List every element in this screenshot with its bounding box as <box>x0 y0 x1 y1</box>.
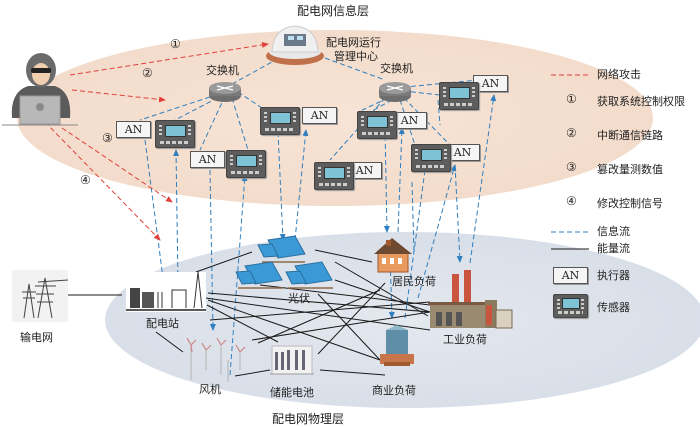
legend-label-2: 中断通信链路 <box>597 129 663 142</box>
wind-turbine-icon <box>186 337 246 382</box>
switch-icon <box>209 82 241 102</box>
substation-label: 配电站 <box>146 317 179 330</box>
industrial-load-label: 工业负荷 <box>443 333 487 346</box>
sensor-icon <box>357 111 397 139</box>
legend-symbol-2: ② <box>566 126 577 140</box>
legend-info-line <box>551 231 589 233</box>
legend-label-info-flow: 信息流 <box>597 225 630 238</box>
control-center-label-line2: 管理中心 <box>334 50 378 63</box>
sensor-icon <box>226 150 266 178</box>
sensor-icon <box>155 120 195 148</box>
legend-label-4: 修改控制信号 <box>597 197 663 210</box>
actuator-an: AN <box>302 107 337 124</box>
substation-icon <box>126 271 206 312</box>
actuator-an: AN <box>116 121 151 138</box>
commercial-building-icon <box>380 325 414 366</box>
legend-symbol-3: ③ <box>566 160 577 174</box>
legend-label-1: 获取系统控制权限 <box>597 95 685 108</box>
legend-label-actuator: 执行器 <box>597 269 630 282</box>
legend-attack-line <box>551 74 589 76</box>
legend-label-sensor: 传感器 <box>597 301 630 314</box>
switch-icon <box>379 82 411 102</box>
solar-panel-icon <box>235 235 333 289</box>
residential-house-icon <box>374 238 412 273</box>
battery-storage-icon <box>270 345 314 375</box>
residential-load-label: 居民负荷 <box>392 275 436 288</box>
sensor-icon <box>314 162 354 190</box>
attack-marker-2: ② <box>142 66 153 80</box>
control-center-icon <box>266 25 324 65</box>
actuator-an: AN <box>473 75 508 92</box>
actuator-an: AN <box>190 151 225 168</box>
pv-label: 光伏 <box>288 292 310 305</box>
transmission-grid-label: 输电网 <box>20 331 53 344</box>
legend-sensor-icon <box>553 294 588 318</box>
legend-label-energy-flow: 能量流 <box>597 242 630 255</box>
physical-layer-title: 配电网物理层 <box>272 412 345 426</box>
actuator-an: AN <box>392 112 427 129</box>
control-center-label-line1: 配电网运行 <box>326 36 381 49</box>
wind-label: 风机 <box>199 383 221 396</box>
attack-marker-3: ③ <box>102 131 113 145</box>
legend-actuator-symbol: AN <box>553 267 588 284</box>
transmission-tower-icon <box>12 270 69 322</box>
switch-label: 交换机 <box>206 64 239 77</box>
energy-flow-lines <box>68 249 501 377</box>
switch-label: 交换机 <box>380 62 413 75</box>
storage-label: 储能电池 <box>270 386 314 399</box>
industrial-factory-icon <box>428 270 513 329</box>
sensor-icon <box>439 82 479 110</box>
legend-energy-line <box>551 248 589 250</box>
sensor-icon <box>411 144 451 172</box>
commercial-load-label: 商业负荷 <box>372 384 416 397</box>
hacker-icon <box>2 53 78 126</box>
actuator-an: AN <box>347 162 382 179</box>
legend-symbol-4: ④ <box>566 194 577 208</box>
attack-marker-1: ① <box>170 37 181 51</box>
info-layer-title: 配电网信息层 <box>297 4 370 18</box>
legend-label-attack: 网络攻击 <box>597 68 641 81</box>
attack-marker-4: ④ <box>80 173 91 187</box>
legend-symbol-1: ① <box>566 92 577 106</box>
sensor-icon <box>260 107 300 135</box>
attack-lines <box>44 41 269 241</box>
legend-label-3: 篡改量测数值 <box>597 163 663 176</box>
